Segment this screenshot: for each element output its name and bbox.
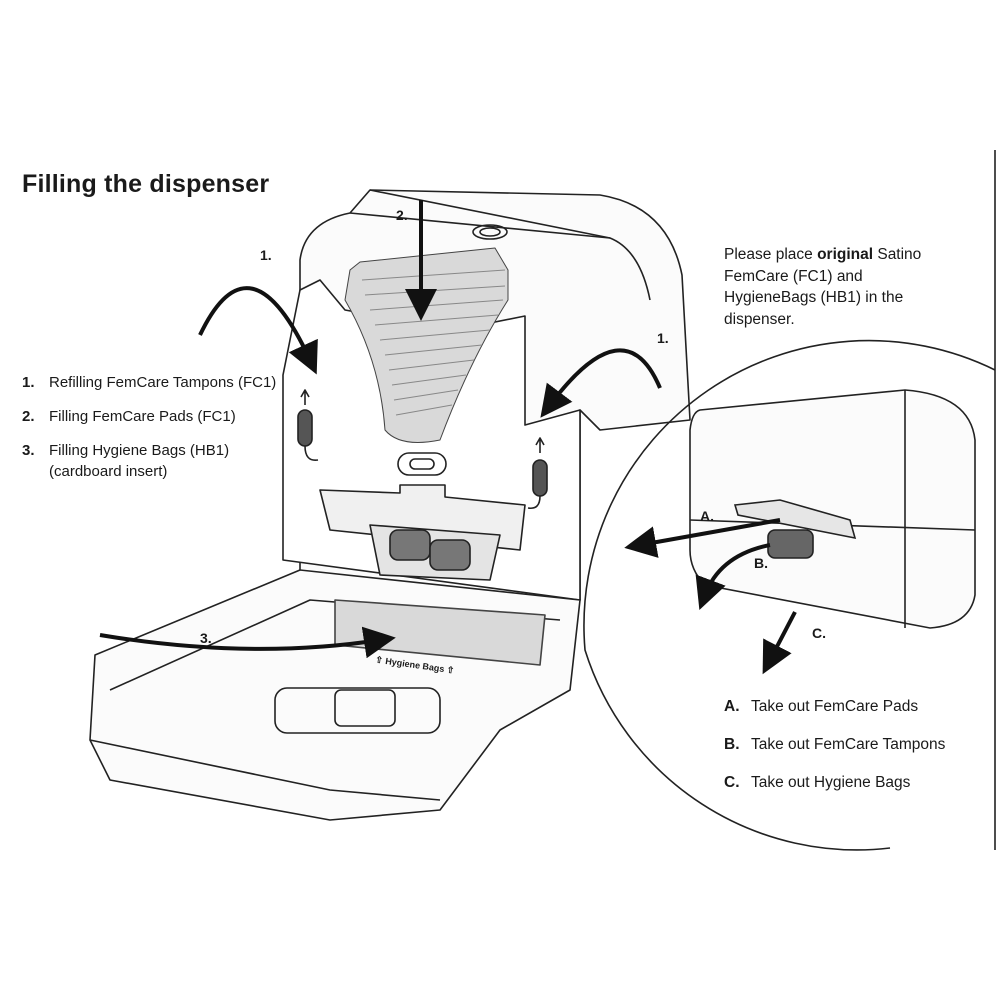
action-list: A.Take out FemCare Pads B.Take out FemCa…	[724, 698, 945, 812]
step-list: 1.Refilling FemCare Tampons (FC1) 2.Fill…	[22, 372, 289, 495]
callout-a: A.	[700, 508, 714, 524]
arrow-b	[695, 543, 771, 610]
step3-arrow	[99, 626, 396, 659]
callout-step1-right: 1.	[657, 330, 669, 346]
instruction-note: Please place original Satino FemCare (FC…	[724, 246, 922, 328]
callout-b: B.	[754, 555, 768, 571]
arrow-a	[624, 518, 781, 558]
list-item: 2.Filling FemCare Pads (FC1)	[22, 408, 236, 425]
tampon-icon-right	[527, 437, 548, 510]
list-item: A.Take out FemCare Pads	[724, 698, 919, 715]
list-item: 3.Filling Hygiene Bags (HB1) (cardboard …	[22, 442, 230, 480]
detail-dispenser	[689, 389, 976, 629]
list-item: C.Take out Hygiene Bags	[724, 774, 911, 791]
step1-right-arrow	[540, 348, 662, 418]
callout-step1-left: 1.	[260, 247, 272, 263]
page-title: Filling the dispenser	[22, 170, 270, 198]
list-item: B.Take out FemCare Tampons	[724, 736, 946, 753]
list-item: 1.Refilling FemCare Tampons (FC1)	[22, 374, 277, 391]
tampon-icon-left	[297, 389, 319, 462]
step1-left-arrow	[198, 286, 318, 375]
arrow-c	[762, 611, 797, 675]
callout-step3: 3.	[200, 630, 212, 646]
detail-zoom-circle	[583, 339, 996, 851]
callout-step2: 2.	[396, 207, 408, 223]
callout-c: C.	[812, 625, 826, 641]
